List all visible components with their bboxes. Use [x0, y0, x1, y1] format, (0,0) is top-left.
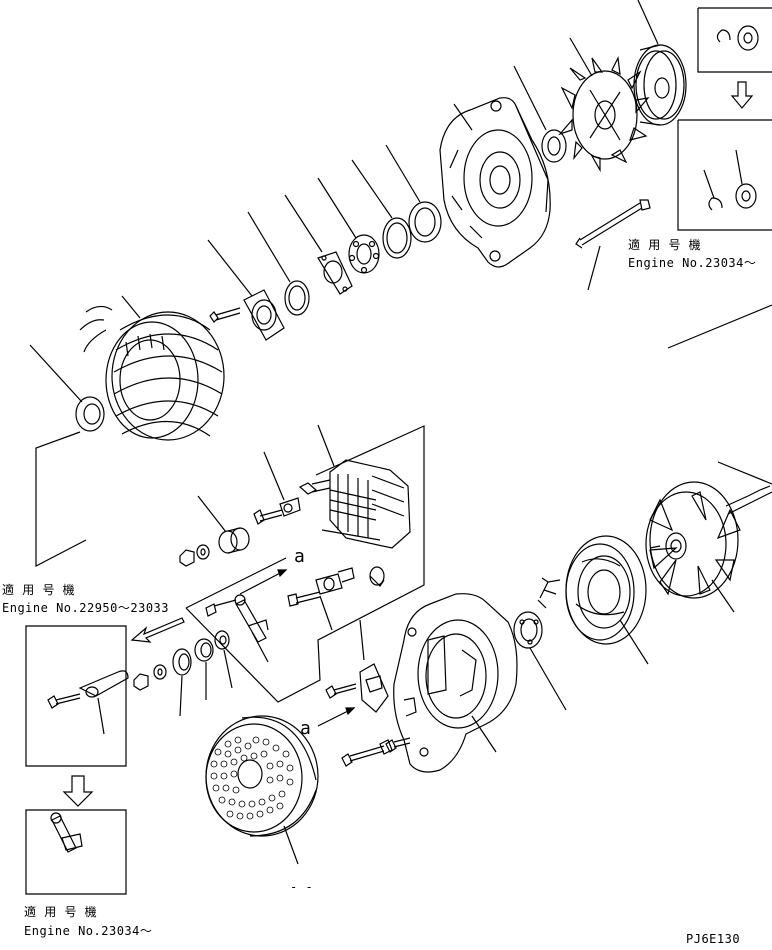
upper-right-applicable-jp: 適 用 号 機: [628, 238, 702, 252]
down-arrow: [64, 776, 92, 806]
terminal-stud: [254, 498, 300, 524]
fan-leader: [570, 38, 592, 76]
left-arrow: [132, 618, 184, 642]
regulator-screw: [326, 684, 356, 698]
spacer: [542, 130, 566, 162]
retainer-plate: [244, 290, 284, 340]
rear-cover-leader: [284, 826, 298, 864]
spacer-leader: [514, 66, 546, 130]
ring-2-leader: [352, 160, 392, 218]
rectifier: [322, 460, 410, 548]
upper-right-engine-number: Engine No.23034～: [628, 256, 757, 270]
diode-bolt: [300, 480, 330, 494]
small-terminal-leader: [252, 632, 268, 662]
rear-cover-perforations: [211, 737, 293, 819]
left-engine-number: Engine No.22950～23033: [2, 601, 169, 615]
upper-right-inset: [678, 8, 772, 230]
front-housing: [440, 98, 550, 267]
upper-group-leader: [668, 305, 772, 348]
nut-stack-leader-3: [224, 650, 232, 688]
a-marker-bottom: a: [300, 718, 311, 739]
stud-bolt-leader: [320, 596, 332, 630]
rear-cover: [206, 716, 318, 836]
brush-holder: [538, 536, 646, 644]
pulley-leader: [638, 0, 658, 44]
rotor-shaft-leader: [718, 462, 772, 484]
brush-holder-leader: [620, 620, 648, 664]
stator: [80, 306, 224, 440]
left-inset-box: [26, 626, 128, 766]
bearing: [349, 235, 379, 273]
rotor: [646, 482, 772, 598]
cover-plate: [318, 252, 352, 294]
stud-bolt: [288, 568, 354, 606]
left-applicable-jp: 適 用 号 機: [2, 583, 76, 597]
small-terminal: [206, 595, 268, 642]
a-arrow-bottom: [318, 708, 354, 726]
rectifier-leader: [318, 425, 334, 466]
a-marker-top: a: [294, 546, 305, 567]
retainer-plate-leader: [208, 240, 252, 296]
stator-leader: [122, 296, 140, 318]
ring-1: [409, 202, 441, 242]
mounting-bolt-2: [386, 738, 410, 752]
parts-group-bracket: [186, 426, 424, 702]
rear-bearing-ring: [76, 397, 104, 431]
insulating-bushing: [219, 528, 249, 553]
bearing-leader: [318, 178, 356, 238]
left-group-bracket: [36, 432, 86, 566]
retainer-screw: [210, 308, 240, 322]
a-arrow-top: [240, 570, 286, 594]
nut-stack-leader-1: [180, 676, 182, 716]
through-bolt: [576, 200, 650, 248]
rear-bearing: [514, 612, 542, 648]
ring-3: [285, 281, 309, 315]
washer-nut: [180, 545, 209, 566]
cooling-fan: [560, 58, 648, 170]
bottom-left-applicable-jp: 適 用 号 機: [24, 905, 98, 919]
ring-3-leader: [248, 212, 290, 282]
figure-code: PJ6E130: [686, 932, 741, 946]
bushing-leader: [198, 496, 226, 532]
rear-housing-leader: [472, 716, 496, 752]
rear-housing: [394, 594, 517, 772]
pulley: [634, 45, 686, 125]
ring-1-leader: [386, 145, 420, 202]
rear-bearing-ring-leader: [30, 345, 82, 402]
rotor-leader: [712, 580, 734, 612]
regulator: [360, 620, 388, 712]
insulator-cap: [370, 567, 384, 586]
rear-bearing-leader: [530, 648, 566, 710]
cover-plate-leader: [285, 195, 322, 252]
terminal-stud-leader: [264, 452, 284, 500]
nut-washer-stack: [134, 631, 229, 690]
ring-2: [383, 218, 411, 258]
front-housing-leader: [454, 104, 472, 130]
bottom-left-inset-box: [26, 810, 126, 894]
stray-mark: - -: [290, 880, 314, 894]
through-bolt-leader: [588, 246, 600, 290]
mounting-bolt-1: [342, 740, 392, 766]
bottom-left-engine-number: Engine No.23034～: [24, 924, 153, 938]
